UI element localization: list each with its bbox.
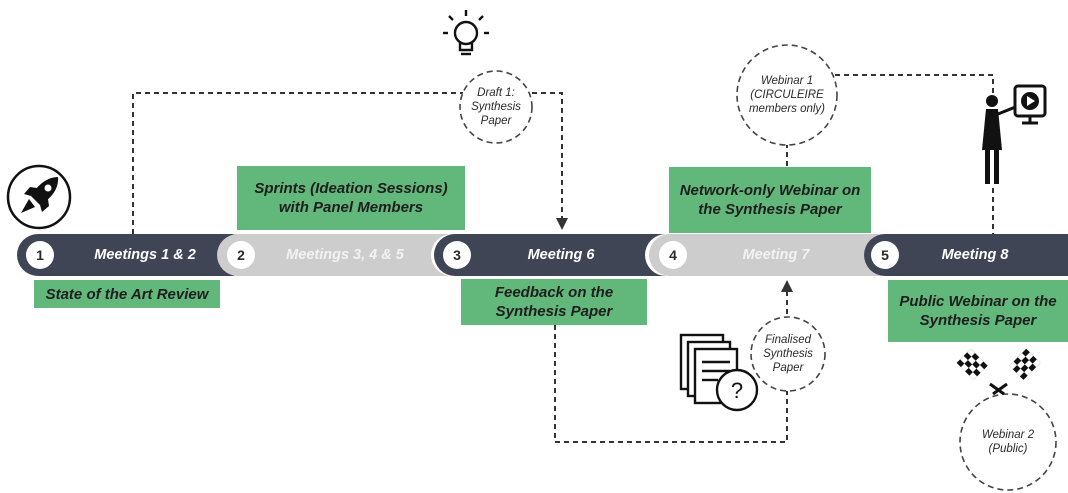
milestone-webinar1: Webinar 1 (CIRCULEIRE members only)	[748, 75, 826, 115]
svg-text:?: ?	[731, 378, 743, 403]
segment-4	[649, 234, 885, 276]
lightbulb-icon	[443, 10, 489, 56]
meeting-number-4: 4	[659, 241, 687, 269]
arrow-up-meeting7	[781, 280, 793, 292]
document-question-icon: ?	[679, 333, 759, 412]
activity-state-of-art: State of the Art Review	[34, 280, 220, 308]
finalised-circle	[750, 316, 826, 392]
milestone-finalised: Finalised Synthesis Paper	[763, 334, 813, 374]
meeting-label-3: Meeting 6	[527, 247, 595, 263]
activity-feedback: Feedback on the Synthesis Paper	[461, 279, 647, 325]
activity-public-webinar: Public Webinar on the Synthesis Paper	[888, 280, 1068, 342]
meeting-label-4: Meeting 7	[742, 247, 810, 263]
segment-1	[17, 234, 253, 276]
meeting-number-1: 1	[26, 241, 54, 269]
arrow-down-meeting6	[556, 218, 568, 230]
webinar2-circle	[959, 393, 1057, 491]
webinar1-presenter-path	[835, 74, 994, 96]
checkered-flags-icon	[956, 348, 1041, 396]
rocket-icon	[6, 164, 72, 230]
activity-network-webinar: Network-only Webinar on the Synthesis Pa…	[669, 167, 871, 233]
segment-5	[864, 234, 1068, 276]
draft-circle	[459, 70, 533, 144]
segment-2	[217, 234, 452, 276]
webinar1-circle	[736, 44, 838, 146]
milestone-draft: Draft 1: Synthesis Paper	[471, 87, 521, 127]
meeting-label-2: Meetings 3, 4 & 5	[286, 247, 404, 263]
meeting-number-3: 3	[443, 241, 471, 269]
meeting-number-2: 2	[227, 241, 255, 269]
draft-path	[132, 92, 563, 234]
segment-3	[434, 234, 666, 276]
meeting-label-5: Meeting 8	[941, 247, 1009, 263]
activity-sprints: Sprints (Ideation Sessions) with Panel M…	[237, 166, 465, 230]
milestone-webinar2: Webinar 2 (Public)	[981, 429, 1035, 455]
presenter-icon	[982, 84, 1047, 184]
meeting-number-5: 5	[871, 241, 899, 269]
meeting-label-1: Meetings 1 & 2	[94, 247, 196, 263]
